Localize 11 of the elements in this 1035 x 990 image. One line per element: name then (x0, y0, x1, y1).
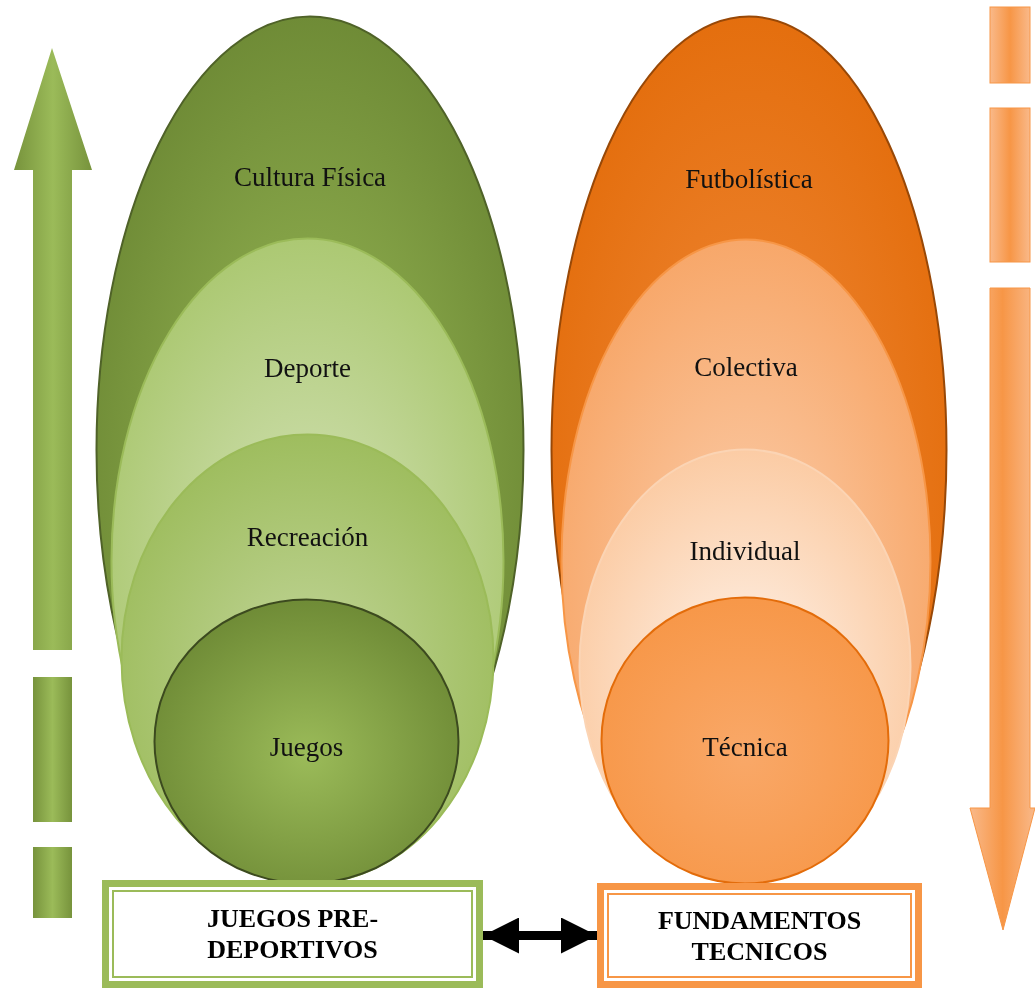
label-box: FUNDAMENTOS TECNICOS (597, 883, 922, 988)
ellipse-label: Cultura Física (233, 162, 387, 193)
double-headed-arrow (483, 917, 597, 954)
ellipse-label: Técnica (702, 732, 788, 763)
ellipse-label: Juegos (269, 732, 344, 763)
ellipse-label: Recreación (246, 522, 369, 553)
ellipse-label: Deporte (264, 353, 351, 384)
label-box: JUEGOS PRE-DEPORTIVOS (102, 880, 483, 988)
ellipse-label: Colectiva (694, 352, 798, 383)
ellipse-label: Futbolística (685, 164, 813, 195)
ellipse-label: Individual (689, 536, 801, 567)
